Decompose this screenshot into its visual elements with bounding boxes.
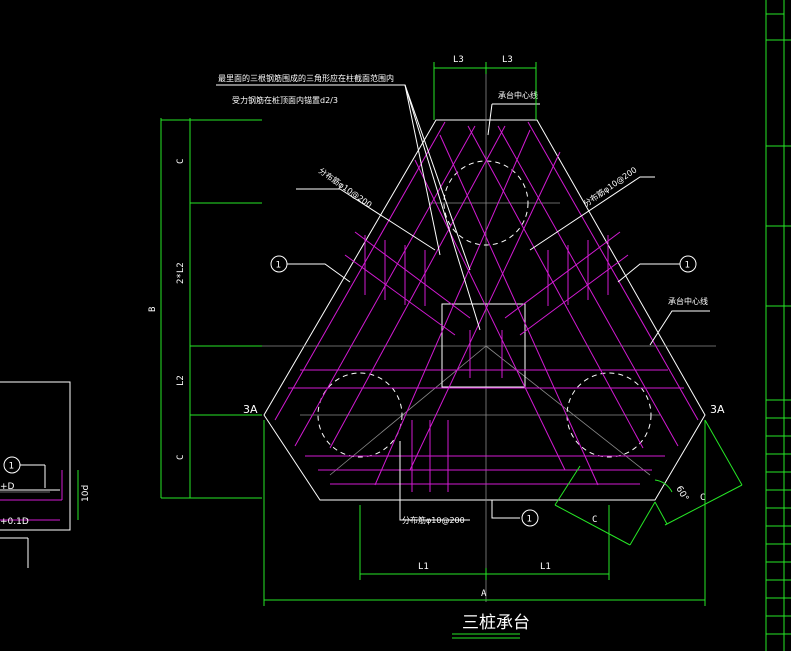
- dim-l1-left: L1: [418, 562, 429, 572]
- marker-right: 1: [679, 255, 697, 273]
- left-tag-10d: 10d: [81, 485, 91, 502]
- angle-label: 60°: [673, 485, 690, 504]
- left-marker-1: 1: [9, 462, 14, 472]
- dim-l2: L2: [176, 375, 186, 386]
- svg-text:1: 1: [685, 261, 690, 271]
- right-title-block: [765, 0, 791, 651]
- svg-text:1: 1: [276, 261, 281, 271]
- column-outline: [441, 303, 526, 388]
- dim-left: C 2*L2 L2 C B: [148, 118, 262, 499]
- dim-bottom: L1 L1 A: [263, 420, 706, 606]
- marker-bottom: 1: [521, 509, 539, 527]
- svg-text:1: 1: [527, 515, 532, 525]
- dim-top: L3 L3: [433, 55, 537, 120]
- cap-outline: [263, 119, 706, 501]
- rebar-bottom-label: 分布筋φ10@200: [402, 515, 465, 525]
- cap-centerline-top-label: 承台中心线: [498, 90, 538, 100]
- cap-centerline-right-label: 承台中心线: [668, 296, 708, 306]
- left-partial-detail: 1 +D +0.1D 10d: [0, 381, 91, 568]
- dim-c-right-2: C: [592, 515, 597, 525]
- pile-top: [443, 160, 529, 246]
- left-tag-d: +D: [0, 482, 15, 492]
- dim-c-top: C: [176, 159, 186, 164]
- dim-l3-right: L3: [502, 55, 513, 65]
- note-line-2: 受力钢筋在桩顶面内锚置d2/3: [232, 95, 338, 105]
- marker-left: 1: [270, 255, 288, 273]
- dim-right: C C 60°: [554, 419, 743, 546]
- dim-l1-right: L1: [540, 562, 551, 572]
- dim-2l2: 2*L2: [176, 262, 186, 284]
- rebar-horizontal-bottom: [288, 369, 684, 485]
- rebar-spokes: [344, 231, 629, 378]
- drawing-title: 三桩承台: [452, 613, 530, 639]
- dim-a: A: [481, 589, 487, 599]
- pile-left: [317, 372, 403, 458]
- rebar-right-label: 分布筋φ10@200: [581, 164, 638, 208]
- left-tag-01d: +0.1D: [0, 517, 29, 527]
- leaders: [216, 84, 710, 521]
- section-3a-left: 3A: [243, 403, 258, 416]
- dim-c-bottom: C: [176, 455, 186, 460]
- note-line-1: 最里面的三根钢筋围成的三角形应在柱截面范围内: [218, 73, 394, 83]
- pile-right: [566, 372, 652, 458]
- rebar-distribution-ticks: [364, 235, 609, 492]
- dim-b: B: [148, 307, 158, 312]
- dim-l3-left: L3: [453, 55, 464, 65]
- section-3a-right: 3A: [710, 403, 725, 416]
- svg-text:三桩承台: 三桩承台: [462, 613, 530, 633]
- dim-c-right-1: C: [700, 493, 705, 503]
- rebar-left-label: 分布筋φ10@200: [317, 165, 374, 209]
